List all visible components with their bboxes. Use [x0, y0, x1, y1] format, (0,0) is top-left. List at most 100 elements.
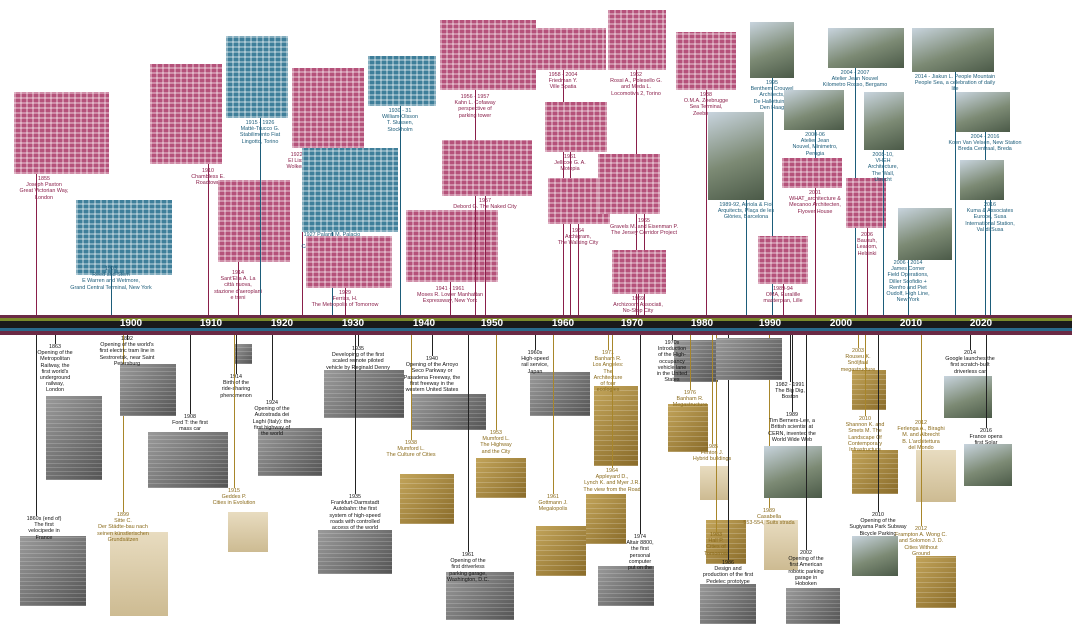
entry-image	[120, 364, 176, 416]
entry-image	[852, 450, 898, 494]
entry-label: 1989 Casabella 553-554, Suits strada	[727, 508, 811, 527]
entry-label: 1957 Debord G. The Naked City	[443, 198, 527, 210]
connector-line	[190, 335, 191, 414]
entry-label: 1958 - 2004 Friedman Y. Ville Spatia	[521, 72, 605, 91]
entry-label: 1940 Opening of the Arroyo Seco Parkway …	[390, 356, 474, 393]
entry-image	[912, 28, 994, 72]
entry-label: 1929 Ferriss, H. The Metropolis of Tomor…	[303, 290, 387, 309]
entry-image	[700, 584, 756, 624]
entry-image	[226, 36, 288, 118]
entry-image	[864, 92, 904, 150]
entry-image	[302, 148, 398, 232]
entry-image	[594, 386, 638, 466]
entry-image	[14, 92, 109, 174]
entry-image	[608, 10, 666, 70]
entry-label: 1976 Banham R. Megastructure	[648, 390, 732, 409]
year-label: 1970	[621, 318, 643, 329]
entry-image	[20, 536, 86, 606]
entry-label: 2016 Kuma & Associates Europe, Susa Inte…	[948, 202, 1032, 233]
entry-image	[916, 450, 956, 502]
connector-line	[358, 335, 359, 346]
entry-image	[916, 556, 956, 608]
entry-label: 1960s High-speed rail service, Japan	[493, 350, 577, 375]
connector-line	[485, 196, 486, 315]
year-label: 1990	[759, 318, 781, 329]
connector-line	[865, 335, 866, 416]
entry-image	[764, 446, 822, 498]
entry-label: 1915 - 1926 Mattè-Trucco G. Stabilimento…	[218, 120, 302, 145]
year-label: 2000	[830, 318, 852, 329]
entry-label: 1986 Design and production of the first …	[686, 560, 770, 585]
entry-image	[956, 92, 1010, 132]
entry-image	[750, 22, 794, 78]
year-label: 1910	[200, 318, 222, 329]
entry-image	[306, 236, 392, 288]
entry-image	[898, 208, 952, 260]
connector-line	[400, 106, 401, 315]
connector-line	[921, 335, 922, 526]
entry-image	[368, 56, 436, 106]
entry-image	[758, 236, 808, 284]
entry-label: 1985 Fenton J. Hybrid buildings	[670, 444, 754, 463]
connector-line	[432, 335, 433, 356]
entry-image	[612, 250, 666, 294]
year-label: 1940	[413, 318, 435, 329]
entry-label: 2003 Rouseu K. Snöljfaal megastructure	[816, 348, 900, 373]
entry-label: 2014 Google launches the first scratch-b…	[928, 350, 1012, 375]
entry-label: 1899 Sitte C. Der Städte-bau nach seinen…	[81, 512, 165, 543]
entry-image	[292, 68, 364, 148]
entry-image	[545, 102, 607, 152]
entry-label: 1908 Ford T: the first mass car	[148, 414, 232, 433]
entry-label: 1989 Tim Berners-Lee, a British scientis…	[750, 412, 834, 443]
entry-image	[318, 530, 392, 574]
connector-line	[806, 335, 807, 550]
entry-label: 1935 Frankfurt-Darmstadt Autobahn: the f…	[313, 494, 397, 531]
entry-label: 1915 Geddes P. Cities in Evolution	[192, 488, 276, 507]
connector-line	[236, 335, 237, 374]
entry-label: 1855 Joseph Paxton Great Victorian Way, …	[2, 176, 86, 201]
entry-label: 2004 - 2007 Atelier Jean Nouvel Kilometr…	[813, 70, 897, 89]
entry-label: 1970s Introduction of the High- occupanc…	[630, 340, 714, 383]
connector-line	[355, 335, 356, 494]
entry-label: 1969 Archizoom Associati, No-Stop City	[596, 296, 680, 315]
connector-line	[712, 335, 713, 444]
entry-label: 1983 Hall P. Cities of Tomorrow	[674, 532, 758, 557]
connector-line	[535, 335, 536, 350]
year-label: 1980	[691, 318, 713, 329]
entry-label: 2001 WHAT_architecture & Mecanoo Archite…	[773, 190, 857, 215]
entry-image	[76, 200, 172, 275]
entry-image	[828, 28, 904, 68]
entry-image	[782, 158, 842, 188]
entry-image	[442, 140, 532, 196]
entry-label: 1961 Gottmann J. Megalopolis	[511, 494, 595, 513]
entry-image	[784, 90, 844, 130]
year-label: 2010	[900, 318, 922, 329]
year-label: 1900	[120, 318, 142, 329]
entry-image	[846, 178, 886, 228]
entry-label: 1953 Mumford L. The Highway and the City	[454, 430, 538, 455]
entry-image	[218, 180, 290, 262]
entry-image	[716, 338, 782, 380]
entry-image	[46, 396, 102, 480]
entry-image	[536, 526, 586, 576]
entry-image	[852, 370, 886, 410]
entry-label: 1914 Sant'Elia A. La città nuova, stazio…	[196, 270, 280, 301]
entry-label: 1965 Gravels M. and Eisenman P. The Jers…	[602, 218, 686, 237]
entry-label: 1956 - 1957 Kahn L. Cofaway perspective …	[433, 94, 517, 119]
connector-line	[858, 335, 859, 348]
year-label: 1930	[342, 318, 364, 329]
connector-line	[468, 335, 469, 552]
entry-label: 1938 Mumford L. The Culture of Cities	[369, 440, 453, 459]
entry-label: 1930 - 31 William-Olsson T. Slussen, Sto…	[358, 108, 442, 133]
year-label: 1960	[552, 318, 574, 329]
entry-label: 2014 - Jiakun L. People Mountain People …	[913, 74, 997, 93]
entry-label: 2006 - 2014 James Corner Field Operation…	[866, 260, 950, 303]
connector-line	[36, 335, 37, 516]
entry-label: 1964 Appleyard D., Lynch K. and Myer J.R…	[570, 468, 654, 493]
connector-line	[790, 335, 791, 382]
entry-label: 1914 Birth of the ride-sharing phenomeno…	[194, 374, 278, 399]
entry-label: 2016 France opens first Solar	[944, 428, 1028, 447]
entry-label: 2008-10, VHEH Architecture, The Wall, Ut…	[841, 152, 925, 183]
year-label: 2020	[970, 318, 992, 329]
